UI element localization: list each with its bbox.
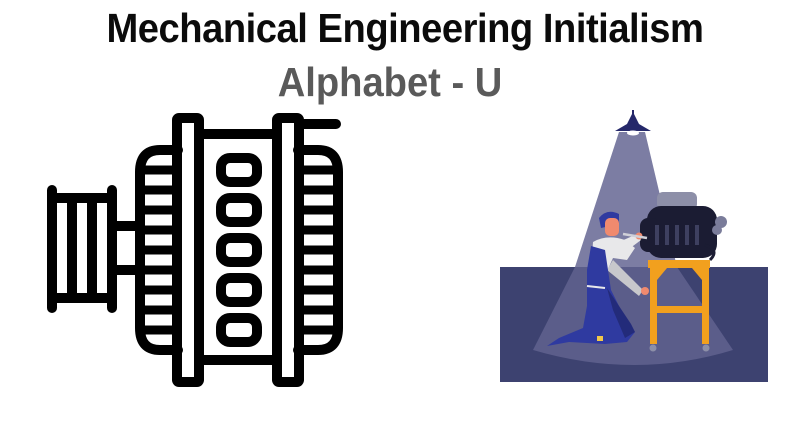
mechanic-illustration — [495, 110, 775, 390]
page-subtitle: Alphabet - U — [277, 59, 503, 105]
lamp-icon — [615, 114, 651, 131]
alternator-icon — [40, 110, 360, 390]
page-title: Mechanical Engineering Initialism — [106, 5, 704, 51]
engine-stand — [648, 260, 710, 344]
engine-icon — [640, 192, 727, 262]
mechanic-figure — [547, 211, 649, 346]
